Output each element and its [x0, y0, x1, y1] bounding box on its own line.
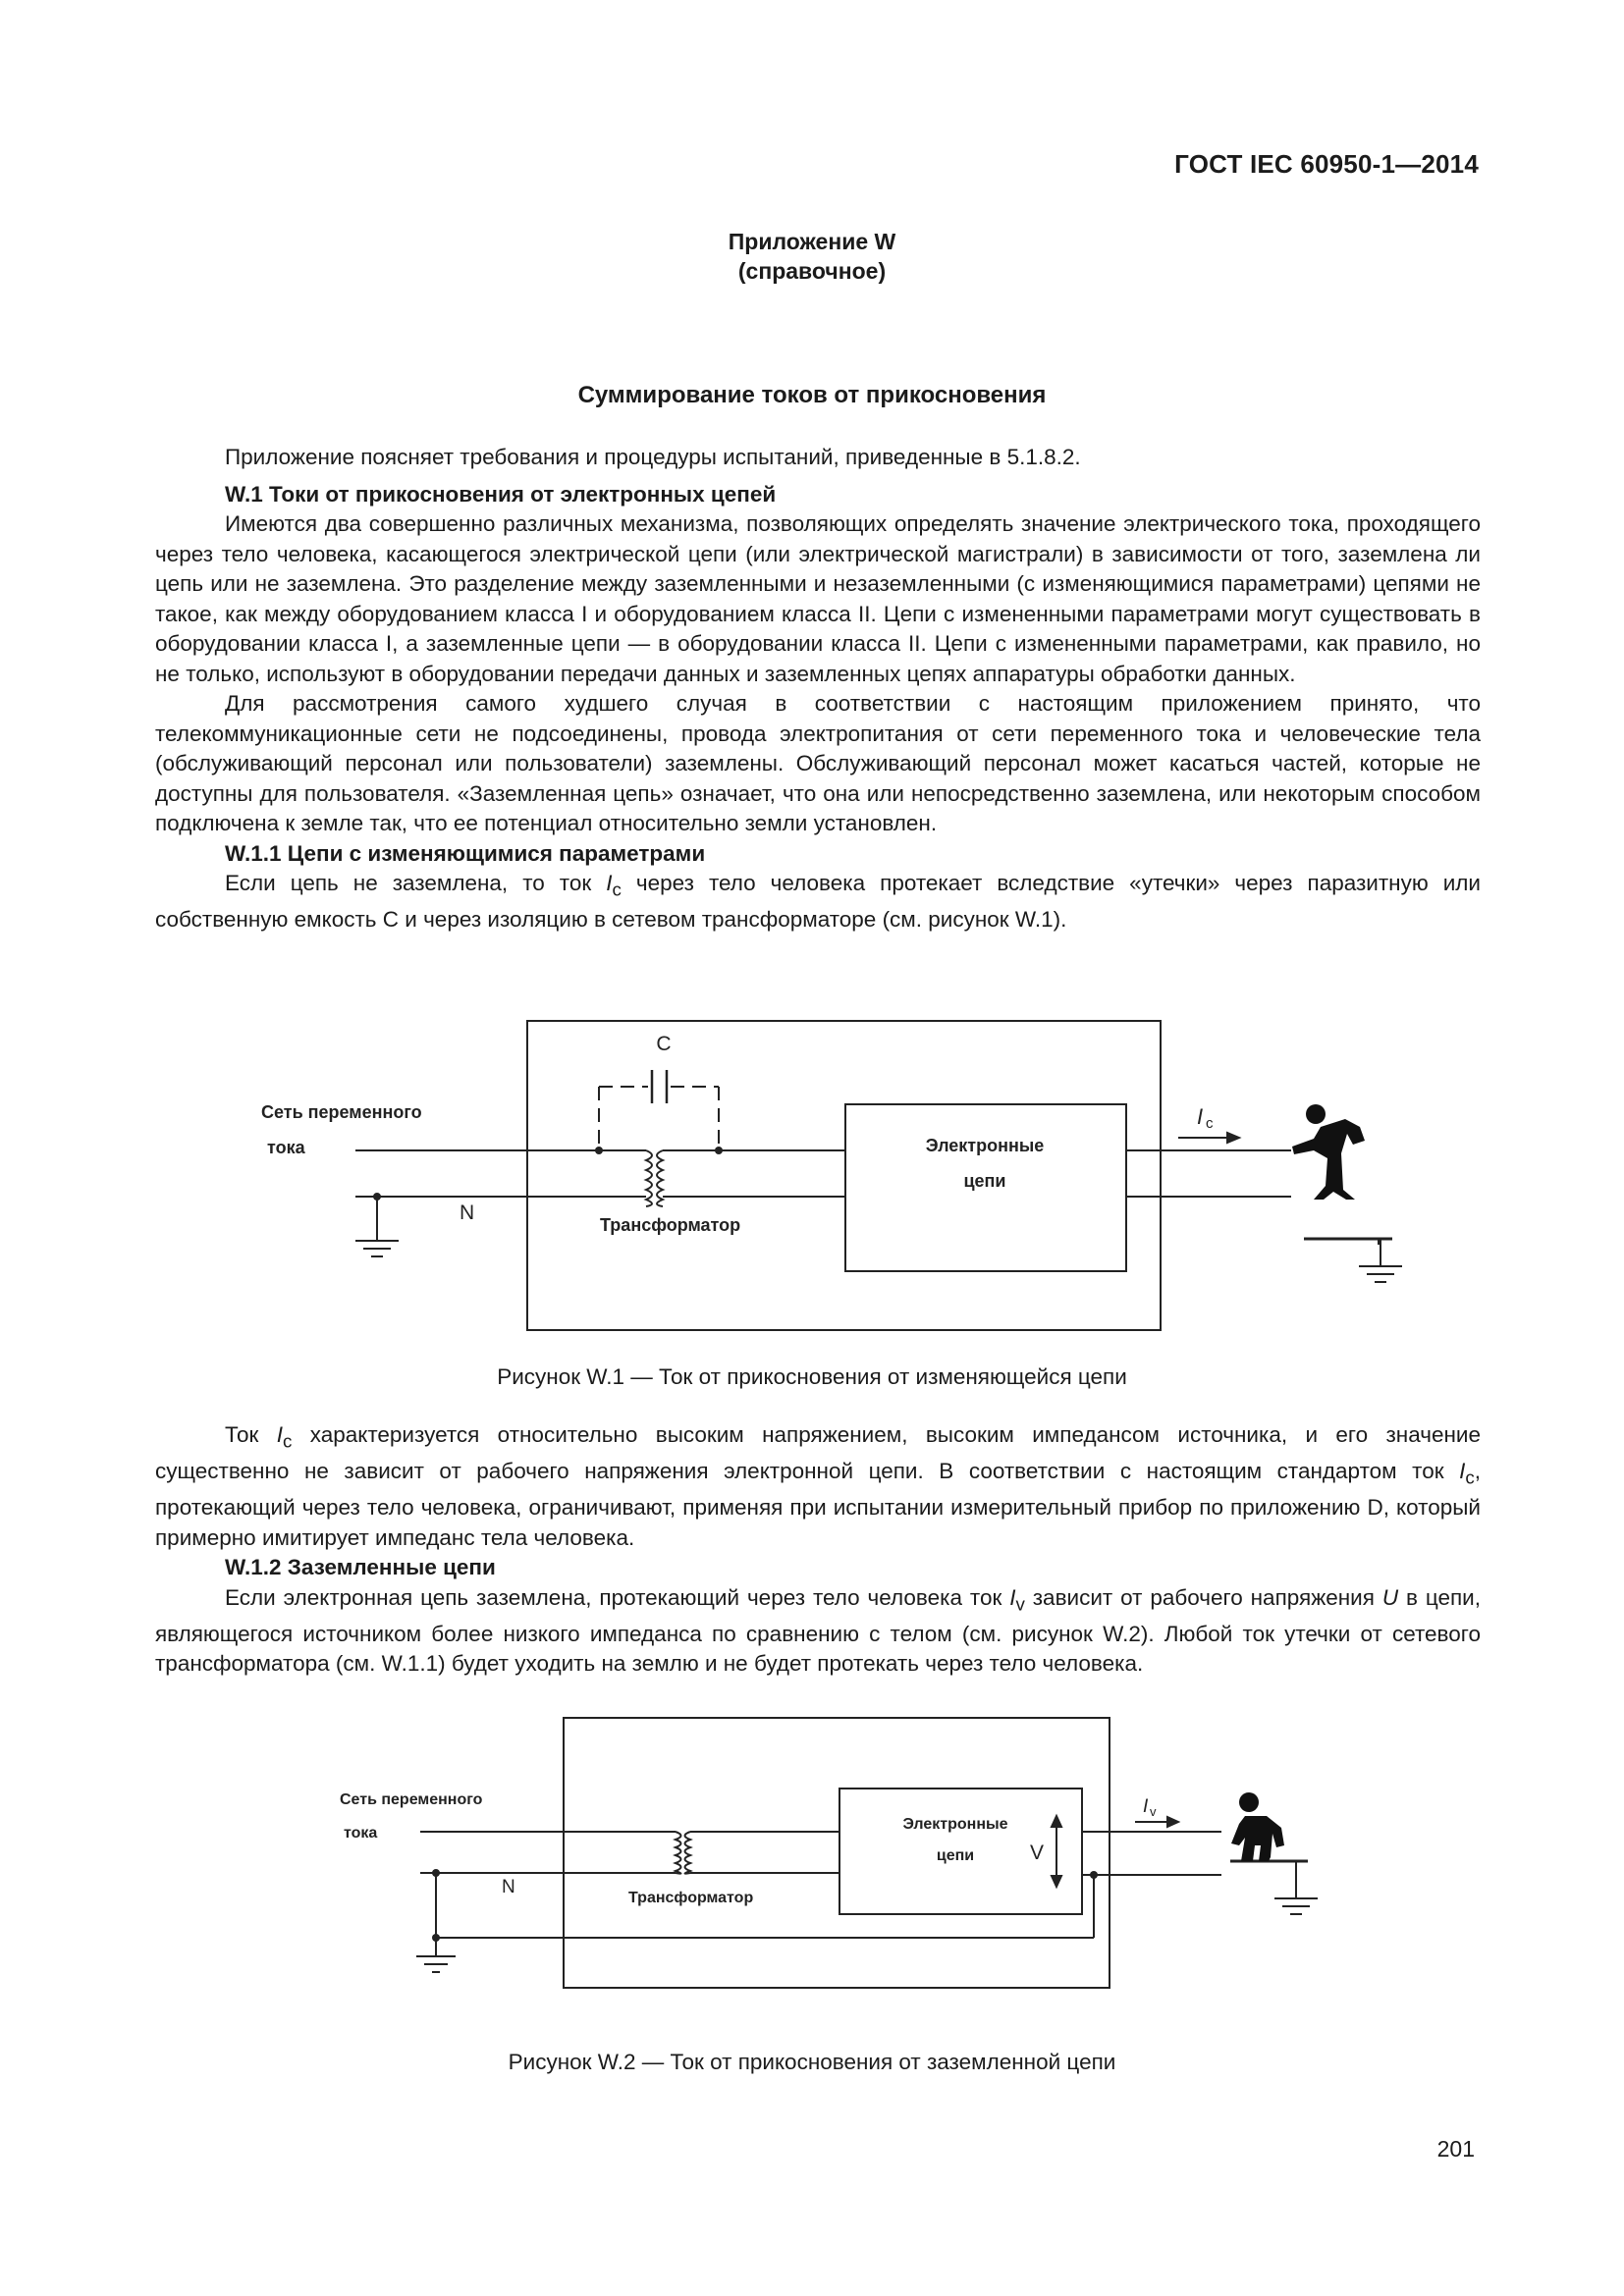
w12-text-1: Если электронная цепь заземлена, протека…	[225, 1584, 1010, 1610]
fig1-transformer-secondary	[656, 1149, 666, 1207]
w12-subscript-v: v	[1015, 1593, 1025, 1614]
paragraph-w1-1: Имеются два совершенно различных механиз…	[155, 511, 1481, 686]
voltage-arrow-icon	[1050, 1813, 1063, 1890]
fig1-label-current-sub: c	[1206, 1115, 1214, 1132]
fig1-transformer-primary	[643, 1149, 653, 1207]
p2-symbol-i: I	[276, 1422, 283, 1447]
w11-symbol-i: I	[606, 871, 613, 895]
page-title: Суммирование токов от прикосновения	[577, 382, 1047, 408]
fig2-transformer-primary	[673, 1831, 682, 1875]
fig2-label-current-sub: v	[1150, 1804, 1157, 1819]
document-code: ГОСТ IEC 60950-1—2014	[1174, 149, 1479, 179]
fig2-label-mains-2: тока	[344, 1825, 377, 1842]
p2-text-2: характеризуется относительно высоким нап…	[155, 1422, 1481, 1483]
w12-text-2: зависит от рабочего напряжения	[1024, 1584, 1382, 1610]
paragraph-w1-2: Для рассмотрения самого худшего случая в…	[155, 691, 1481, 835]
fig1-parasitic-capacitance-path	[598, 1086, 720, 1150]
arrow-right-icon	[1135, 1815, 1181, 1829]
figure-w2-caption: Рисунок W.2 — Ток от прикосновения от за…	[508, 2050, 1116, 2074]
w12-symbol-u: U	[1381, 1584, 1399, 1610]
fig2-label-mains-1: Сеть переменного	[340, 1791, 483, 1808]
fig1-label-mains-2: тока	[267, 1138, 306, 1157]
fig1-label-c: C	[656, 1033, 671, 1055]
annex-label: Приложение W	[728, 229, 896, 254]
person-icon	[1292, 1104, 1365, 1200]
arrow-right-icon	[1178, 1131, 1242, 1145]
page-number: 201	[1436, 2136, 1475, 2162]
p2-symbol-i-2: I	[1459, 1459, 1466, 1483]
fig1-label-mains-1: Сеть переменного	[261, 1102, 422, 1122]
fig2-enclosure	[563, 1717, 1110, 1989]
fig1-label-circuits-1: Электронные	[926, 1136, 1045, 1155]
fig2-label-transformer: Трансформатор	[628, 1890, 753, 1906]
w11-text-a: Если цепь не заземлена, то ток	[225, 871, 607, 895]
p2-text-3: , протекающий через тело человека, огран…	[155, 1459, 1481, 1550]
body-text-middle: Ток Ic характеризуется относительно высо…	[155, 1420, 1481, 1680]
paragraph-w11: Если цепь не заземлена, то ток Ic через …	[155, 869, 1481, 935]
ground-icon	[355, 1240, 399, 1257]
fig1-label-n: N	[460, 1201, 474, 1224]
fig1-label-circuits-2: цепи	[963, 1171, 1005, 1191]
ground-icon	[416, 1955, 456, 1973]
fig2-label-current: I	[1143, 1796, 1149, 1817]
fig1-person-ground	[1359, 1239, 1402, 1283]
fig2-label-circuits-2: цепи	[937, 1847, 974, 1864]
p2-text-1: Ток	[225, 1422, 277, 1447]
fig2-electronic-circuits-box	[839, 1788, 1083, 1915]
person-icon	[1231, 1792, 1284, 1861]
w11-subscript-c: c	[612, 879, 622, 900]
intro-paragraph: Приложение поясняет требования и процеду…	[225, 445, 1081, 469]
p2-subscript-c-2: c	[1465, 1467, 1475, 1488]
w12-symbol-i: I	[1009, 1584, 1016, 1610]
fig1-electronic-circuits-box	[844, 1103, 1127, 1272]
fig1-enclosure	[526, 1020, 1162, 1331]
figure-w2-diagram: Сеть переменного тока N Трансформатор Эл…	[340, 1717, 1318, 1989]
section-heading-w11: W.1.1 Цепи с изменяющимися параметрами	[225, 840, 706, 866]
section-heading-w12: W.1.2 Заземленные цепи	[225, 1555, 496, 1579]
fig1-label-current: I	[1197, 1104, 1203, 1129]
fig2-transformer-secondary	[683, 1831, 693, 1875]
fig2-label-n: N	[502, 1877, 515, 1897]
w11-text-b: через тело человека протекает вследствие…	[155, 871, 1482, 932]
body-text-top: Приложение поясняет требования и процеду…	[155, 443, 1481, 935]
section-heading-w1: W.1 Токи от прикосновения от электронных…	[225, 481, 777, 507]
figure-w1-diagram: C Сеть переменного тока N Трансформатор …	[261, 1020, 1402, 1331]
fig1-label-transformer: Трансформатор	[600, 1215, 740, 1235]
paragraph-after-fig1: Ток Ic характеризуется относительно высо…	[155, 1420, 1481, 1553]
w12-text-3: в цепи, являющегося источником более низ…	[155, 1584, 1481, 1677]
p2-subscript-c: c	[282, 1430, 293, 1452]
annex-type: (справочное)	[737, 258, 887, 284]
fig2-label-v: V	[1030, 1842, 1044, 1864]
fig2-label-circuits-1: Электронные	[902, 1816, 1007, 1833]
paragraph-w12: Если электронная цепь заземлена, протека…	[155, 1583, 1481, 1680]
figure-w1-caption: Рисунок W.1 — Ток от прикосновения от из…	[497, 1364, 1127, 1389]
capacitor-icon	[650, 1070, 669, 1103]
